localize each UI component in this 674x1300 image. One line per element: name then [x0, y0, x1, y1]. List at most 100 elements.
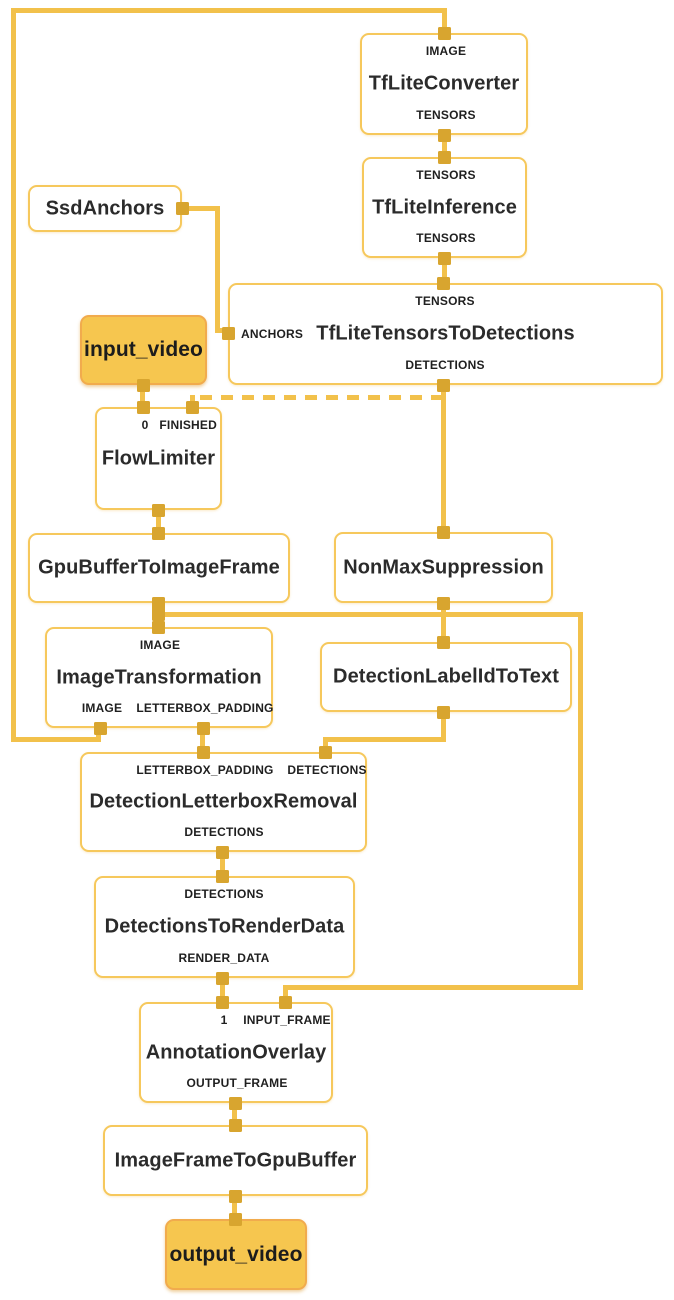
input-port-label: 0	[141, 418, 149, 432]
node-detection-label-id-to-text[interactable]: DetectionLabelIdToText	[320, 642, 572, 712]
node-tflite-converter[interactable]: IMAGE TfLiteConverter TENSORS	[360, 33, 528, 135]
input-port-label: TENSORS	[415, 294, 475, 308]
edge-tensors	[442, 258, 447, 283]
port-marker	[197, 722, 210, 735]
node-title: TfLiteInference	[372, 196, 517, 218]
port-marker	[216, 996, 229, 1009]
edge-flow	[156, 509, 161, 533]
node-tflite-tensors-to-detections[interactable]: TENSORS ANCHORS TfLiteTensorsToDetection…	[228, 283, 663, 385]
node-detection-letterbox-removal[interactable]: LETTERBOX_PADDING DETECTIONS DetectionLe…	[80, 752, 367, 852]
node-tflite-inference[interactable]: TENSORS TfLiteInference TENSORS	[362, 157, 527, 258]
output-port-label: TENSORS	[416, 231, 476, 245]
port-marker	[437, 277, 450, 290]
stream-title: input_video	[84, 338, 203, 361]
port-marker	[216, 972, 229, 985]
node-detections-to-render-data[interactable]: DETECTIONS DetectionsToRenderData RENDER…	[94, 876, 355, 978]
edge-letterbox	[200, 728, 205, 752]
node-title: TfLiteConverter	[368, 72, 520, 95]
port-marker	[152, 621, 165, 634]
node-annotation-overlay[interactable]: 1 INPUT_FRAME AnnotationOverlay OUTPUT_F…	[139, 1002, 333, 1103]
port-marker	[438, 252, 451, 265]
node-title: NonMaxSuppression	[343, 556, 544, 578]
port-marker	[437, 636, 450, 649]
node-title: TfLiteTensorsToDetections	[316, 322, 575, 345]
port-marker	[229, 1213, 242, 1226]
node-ssd-anchors[interactable]: SsdAnchors	[28, 185, 182, 232]
port-marker	[437, 379, 450, 392]
node-non-max-suppression[interactable]: NonMaxSuppression	[334, 532, 553, 603]
edge-detections	[441, 385, 446, 532]
port-marker	[216, 870, 229, 883]
port-marker	[438, 129, 451, 142]
port-marker	[437, 526, 450, 539]
port-marker	[319, 746, 332, 759]
port-marker	[186, 401, 199, 414]
port-marker	[438, 151, 451, 164]
port-marker	[137, 401, 150, 414]
input-port-label: TENSORS	[416, 168, 476, 182]
port-marker	[229, 1190, 242, 1203]
port-marker	[152, 608, 165, 621]
node-title: ImageTransformation	[56, 666, 262, 688]
node-title: DetectionLabelIdToText	[333, 665, 559, 688]
input-port-label: IMAGE	[425, 44, 467, 58]
port-marker	[152, 597, 165, 610]
node-gpu-buffer-to-image-frame[interactable]: GpuBufferToImageFrame	[28, 533, 290, 603]
output-port-label: DETECTIONS	[184, 825, 264, 839]
node-output-video[interactable]: output_video	[165, 1219, 307, 1290]
edge-frame-branch	[578, 612, 583, 990]
port-marker	[229, 1119, 242, 1132]
port-marker	[222, 327, 235, 340]
port-marker	[279, 996, 292, 1009]
port-marker	[229, 1097, 242, 1110]
edge-frame-branch	[156, 612, 583, 617]
edge-output-video	[232, 1196, 237, 1219]
port-marker	[437, 597, 450, 610]
edge-detections	[323, 737, 328, 752]
port-marker	[437, 706, 450, 719]
edge-detections	[220, 852, 225, 876]
port-marker	[216, 846, 229, 859]
input-port-label: LETTERBOX_PADDING	[136, 763, 274, 777]
output-port-label: DETECTIONS	[405, 358, 485, 372]
output-port-label: RENDER_DATA	[178, 951, 270, 965]
output-port-label: LETTERBOX_PADDING	[136, 701, 274, 715]
port-marker	[152, 527, 165, 540]
edge-detections	[441, 712, 446, 740]
edge-render-data	[220, 978, 225, 1002]
output-port-label: OUTPUT_FRAME	[186, 1076, 288, 1090]
port-marker	[438, 27, 451, 40]
edge-image-loop	[11, 8, 447, 13]
node-title: DetectionLetterboxRemoval	[89, 790, 358, 813]
port-marker	[152, 504, 165, 517]
node-input-video[interactable]: input_video	[80, 315, 207, 385]
node-flow-limiter[interactable]: 0 FINISHED FlowLimiter	[95, 407, 222, 510]
edge-output-frame	[232, 1103, 237, 1125]
node-title: DetectionsToRenderData	[104, 915, 345, 938]
input-port-label: FINISHED	[159, 418, 217, 432]
edge-input-video	[140, 384, 145, 407]
edge-image-loop	[11, 737, 101, 742]
edge-detections	[441, 603, 446, 642]
node-image-frame-to-gpu-buffer[interactable]: ImageFrameToGpuBuffer	[103, 1125, 368, 1196]
stream-title: output_video	[169, 1242, 303, 1266]
port-marker	[176, 202, 189, 215]
output-port-label: IMAGE	[81, 701, 123, 715]
edge-finished-dashed	[200, 395, 441, 400]
edge-image-loop	[11, 8, 16, 742]
edge-frame-branch	[283, 985, 288, 1002]
input-port-label: 1	[220, 1013, 228, 1027]
node-title: ImageFrameToGpuBuffer	[114, 1149, 357, 1171]
input-port-label: DETECTIONS	[184, 887, 264, 901]
node-title: AnnotationOverlay	[145, 1041, 327, 1063]
node-image-transformation[interactable]: IMAGE ImageTransformation IMAGE LETTERBO…	[45, 627, 273, 728]
port-marker	[197, 746, 210, 759]
edge-frame-branch	[283, 985, 583, 990]
input-port-label: DETECTIONS	[287, 763, 367, 777]
port-marker	[94, 722, 107, 735]
edge-image-loop	[96, 728, 101, 742]
edge-tensors	[442, 135, 447, 157]
input-port-label: ANCHORS	[241, 327, 304, 341]
node-title: GpuBufferToImageFrame	[38, 556, 280, 579]
